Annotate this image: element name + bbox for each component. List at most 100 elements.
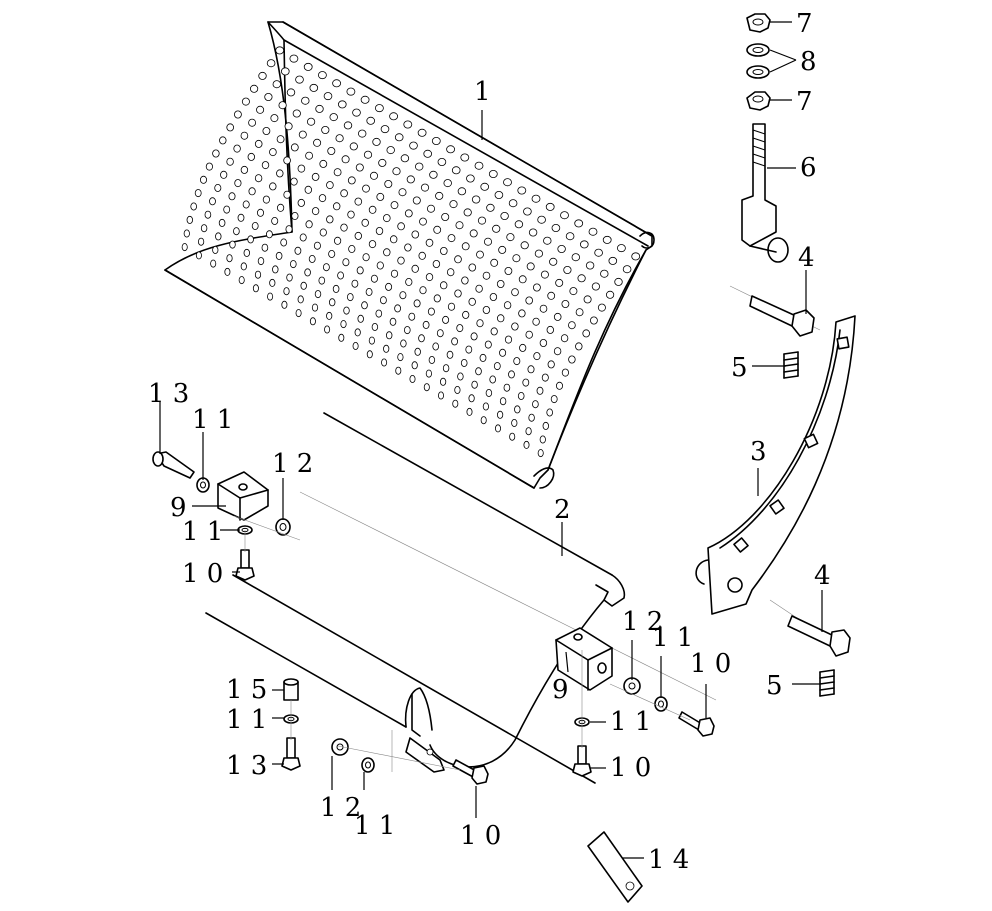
perforation-hole <box>477 216 487 225</box>
perforation-hole <box>397 222 405 231</box>
perforation-hole <box>257 257 265 266</box>
perforation-hole <box>461 242 470 251</box>
perforation-hole <box>461 276 469 285</box>
perforation-hole <box>411 264 419 273</box>
perforation-hole <box>303 62 313 71</box>
perforation-hole <box>605 290 615 299</box>
perforation-hole <box>523 207 532 216</box>
perforation-hole <box>447 234 456 243</box>
perforation-hole <box>490 258 499 267</box>
perforation-hole <box>429 170 438 179</box>
perforation-hole <box>385 282 393 291</box>
perforation-hole <box>297 164 306 173</box>
perforation-hole <box>437 391 444 400</box>
perforation-hole <box>519 343 527 352</box>
perforation-hole <box>195 251 202 260</box>
perforation-hole <box>415 162 424 171</box>
part-8-washer-2 <box>746 65 770 79</box>
perforation-hole <box>360 95 370 104</box>
perforation-hole <box>575 308 584 317</box>
perforation-hole <box>494 424 501 433</box>
perforation-hole <box>289 260 297 269</box>
perforation-hole <box>305 151 314 160</box>
perforation-hole <box>532 317 540 326</box>
perforation-hole <box>537 449 544 458</box>
perforation-hole <box>251 221 259 230</box>
part-4-bolt-upper <box>749 295 815 337</box>
part-3-curved-bracket <box>695 315 856 615</box>
perforation-hole <box>565 232 575 241</box>
perforation-hole <box>404 243 412 252</box>
perforation-hole <box>508 370 515 379</box>
perforation-hole <box>470 332 478 341</box>
perforation-hole <box>409 141 418 150</box>
perforation-hole <box>324 325 331 334</box>
perforation-hole <box>550 395 558 404</box>
perforation-hole <box>241 97 250 106</box>
perforation-hole <box>306 117 316 126</box>
callout-7-top: 7 <box>796 9 813 39</box>
perforation-hole <box>466 407 473 416</box>
perforation-hole <box>474 161 484 170</box>
perforation-hole <box>482 305 491 314</box>
perforation-hole <box>433 225 442 234</box>
perforation-hole <box>622 265 632 274</box>
perforation-hole <box>518 275 527 284</box>
perforation-hole <box>503 301 512 310</box>
perforation-hole <box>503 383 511 392</box>
perforation-hole <box>326 215 334 224</box>
perforation-hole <box>423 383 430 392</box>
part-9-bracket-right <box>555 627 613 691</box>
perforation-hole <box>513 357 521 366</box>
perforation-hole <box>198 237 205 246</box>
perforation-hole <box>269 278 276 287</box>
perforation-hole <box>496 410 504 419</box>
callout-10-left: 1 0 <box>182 559 223 589</box>
perforation-hole <box>313 241 321 250</box>
callout-11-right-low: 1 1 <box>610 707 651 737</box>
perforation-hole <box>383 248 391 257</box>
perforation-hole <box>355 163 364 172</box>
perforation-hole <box>597 303 606 312</box>
callout-8: 8 <box>800 47 817 77</box>
perforation-hole <box>311 172 320 181</box>
perforation-hole <box>439 246 448 255</box>
callout-14: 1 4 <box>648 845 689 875</box>
perforation-hole <box>408 312 416 321</box>
part-5-spring-upper <box>783 351 799 379</box>
perforation-hole <box>390 269 399 278</box>
perforation-hole <box>256 105 265 114</box>
perforation-hole <box>432 259 441 268</box>
perforation-hole <box>498 245 507 254</box>
perforation-hole <box>413 299 421 308</box>
perforation-hole <box>514 220 524 229</box>
perforation-hole <box>318 276 326 285</box>
perforation-hole <box>272 265 279 274</box>
perforation-hole <box>386 146 395 155</box>
perforation-hole <box>256 208 264 217</box>
perforation-hole <box>412 196 421 205</box>
perforation-hole <box>449 200 458 209</box>
perforation-hole <box>283 156 291 165</box>
perforation-hole <box>214 183 222 192</box>
perforation-hole <box>568 355 576 364</box>
perforation-hole <box>386 331 393 340</box>
perforation-hole <box>511 322 519 331</box>
perforation-hole <box>209 197 216 206</box>
perforation-hole <box>220 170 228 179</box>
perforation-hole <box>384 179 393 188</box>
perforation-hole <box>375 309 383 318</box>
perforation-hole <box>545 202 555 211</box>
callout-11-right: 1 1 <box>652 623 693 653</box>
perforation-hole <box>382 214 391 223</box>
perforation-hole <box>403 120 413 129</box>
perforation-hole <box>568 321 576 330</box>
perforation-hole <box>546 408 553 417</box>
perforation-hole <box>546 325 554 334</box>
perforation-hole <box>463 208 472 217</box>
perforation-hole <box>309 83 319 92</box>
perforation-hole <box>405 277 413 286</box>
perforation-hole <box>378 158 387 167</box>
perforation-hole <box>286 273 293 282</box>
perforation-hole <box>380 125 390 134</box>
